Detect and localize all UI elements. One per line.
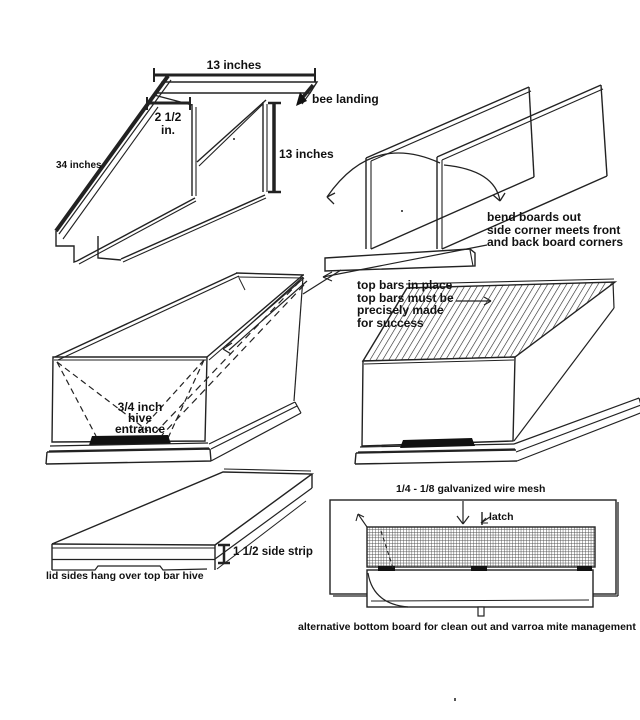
top-bars-note-line4: for success: [357, 315, 424, 330]
front-board: [366, 569, 594, 608]
bend-boards-note: bend boards out side corner meets front …: [487, 211, 623, 249]
entrance-note-line1: 3/4 inch: [117, 400, 163, 414]
hive-entrance-slot: [89, 435, 171, 445]
latch-marker: [480, 512, 491, 525]
bend-note-line1: bend boards out: [487, 210, 581, 224]
bar-width-dim-label: 2 1/2 in.: [142, 111, 194, 136]
bar-width-unit: in.: [161, 122, 175, 137]
length-dim-edge: [54, 74, 170, 233]
length-dim-label: 34 inches: [56, 160, 102, 171]
side-strip-dim-label: 1 1/2 side strip: [233, 546, 313, 558]
top-width-dim-label: 13 inches: [206, 58, 262, 72]
height-dim-label: 13 inches: [279, 147, 334, 161]
back-side-board: [97, 99, 268, 263]
side-boards-drawing: [54, 68, 319, 265]
bend-note-line2: side corner meets front: [487, 222, 621, 237]
wire-mesh-panel: [366, 526, 596, 568]
bottom-board-drawing: [329, 499, 619, 701]
bottom-latch-tab: [477, 606, 485, 617]
top-width-dimension-line: [153, 68, 316, 82]
bar-width-value: 2 1/2: [154, 110, 182, 124]
hive-base: [45, 401, 302, 465]
leader-to-hive-body: [302, 244, 488, 295]
hive-body-drawing: [45, 272, 308, 465]
hive-entrance-note: 3/4 inch hive entrance: [102, 400, 178, 436]
mesh-label-arrow: [456, 501, 470, 525]
standing-board-left: [365, 86, 535, 250]
bend-arrow-left: [326, 152, 441, 205]
lid-top-face: [51, 471, 315, 546]
bottom-board-caption: alternative bottom board for clean out a…: [298, 621, 636, 633]
latch-label: latch: [489, 511, 514, 523]
height-dimension-line: [268, 101, 281, 194]
bend-arrow-right: [443, 164, 506, 202]
top-bars-note-line2: top bars must be: [357, 290, 454, 305]
top-bars-note: top bars in place top bars must be preci…: [357, 279, 454, 329]
top-bars-note-arrow: [456, 296, 492, 306]
entrance-note-line3: entrance: [114, 422, 166, 436]
top-bars-hive-drawing: [354, 278, 640, 465]
swing-direction-arrow: [355, 513, 368, 528]
lid-caption: lid sides hang over top bar hive: [46, 570, 204, 582]
standing-board-right: [436, 84, 608, 250]
hive-front-face: [51, 356, 208, 443]
top-bars-note-line1: top bars in place: [357, 278, 453, 292]
wire-mesh-label: 1/4 - 1/8 galvanized wire mesh: [396, 483, 546, 495]
swing-arc: [367, 572, 409, 608]
bar-width-dimension-line: [146, 97, 191, 110]
front-side-board: [55, 104, 197, 265]
hive-entrance-slot: [400, 438, 475, 448]
top-board: [155, 81, 319, 94]
side-strip-dimension-marker: [218, 543, 230, 565]
entrance-sight-lines: [56, 280, 305, 439]
entrance-note-line2: hive: [127, 411, 152, 425]
inner-arrow: [222, 276, 308, 355]
top-bars-note-line3: precisely made: [357, 303, 444, 317]
bee-landing-label: bee landing: [312, 92, 379, 106]
bend-note-line3: and back board corners: [487, 235, 624, 249]
bend-boards-drawing: [302, 84, 608, 295]
bee-landing-arrow: [296, 83, 315, 106]
flat-bottom-board: [324, 248, 476, 272]
hive-front-face: [361, 356, 516, 447]
lid-drawing: [51, 468, 315, 571]
